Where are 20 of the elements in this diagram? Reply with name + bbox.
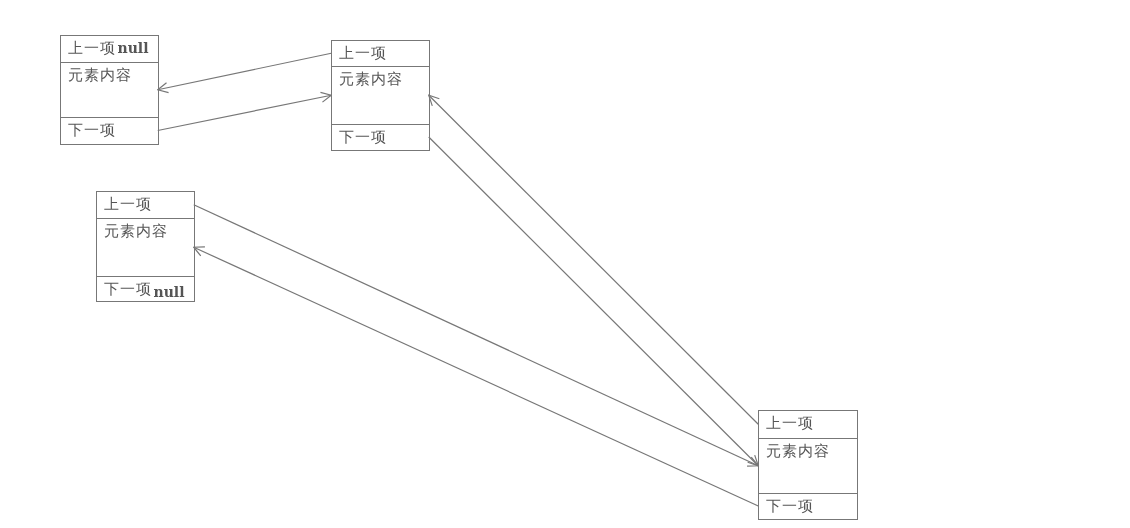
arrow <box>157 52 332 94</box>
arrow <box>193 204 759 467</box>
field-label: 元素内容 <box>765 441 830 460</box>
field-label: 下一项 <box>765 496 814 515</box>
field-label: 上一项 <box>103 194 152 213</box>
null-label: null <box>117 38 149 57</box>
field-label: 元素内容 <box>338 69 403 88</box>
null-label: null <box>153 282 185 301</box>
field-label: 上一项 <box>765 413 814 432</box>
arrow <box>157 91 332 132</box>
arrow <box>428 94 759 425</box>
arrow <box>428 136 759 467</box>
arrow <box>193 246 759 507</box>
field-label: 上一项 <box>338 43 387 62</box>
field-label: 元素内容 <box>103 221 168 240</box>
field-label: 下一项 <box>338 127 387 146</box>
field-label: 元素内容 <box>67 65 132 84</box>
field-label: 上一项 <box>67 38 116 57</box>
field-label: 下一项 <box>103 279 152 298</box>
field-label: 下一项 <box>67 120 116 139</box>
